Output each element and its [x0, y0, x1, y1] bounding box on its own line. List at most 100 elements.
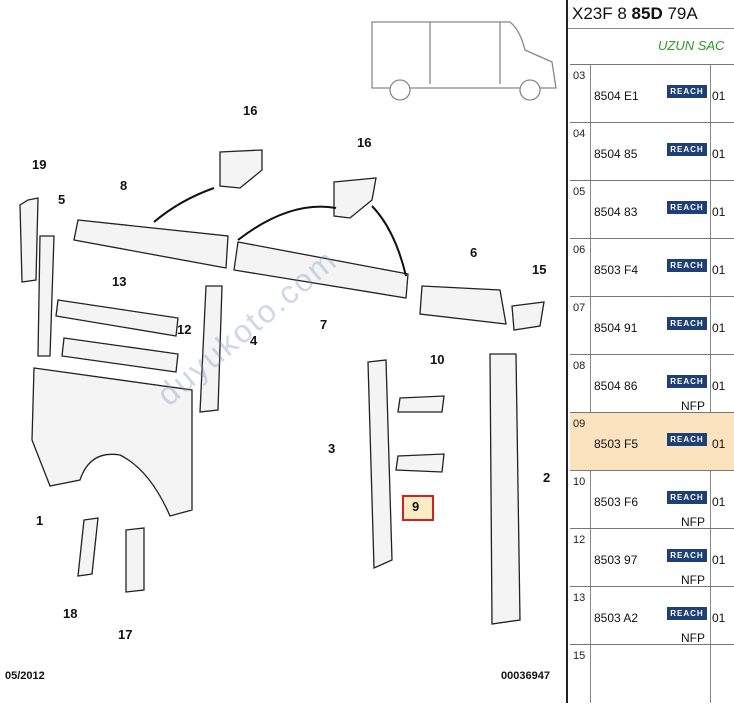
reach-badge: REACH: [667, 491, 707, 504]
part-18-shape: [77, 517, 99, 577]
part-reference: 8504 86: [594, 379, 638, 393]
callout-4[interactable]: 4: [250, 333, 258, 348]
table-row[interactable]: 06 8503 F4 REACH 01: [570, 238, 734, 296]
vehicle-label: UZUN SAC: [658, 38, 725, 53]
row-number: 09: [573, 418, 586, 430]
column-divider: [710, 64, 711, 703]
part-reference: 8503 A2: [594, 611, 639, 625]
callout-7[interactable]: 7: [320, 317, 328, 332]
callout-13[interactable]: 13: [112, 274, 127, 289]
part-7-shape: [233, 241, 409, 299]
ref-prefix: X23F 8: [572, 4, 632, 23]
reach-badge: REACH: [667, 85, 707, 98]
nfp-label: NFP: [681, 573, 705, 587]
reach-badge: REACH: [667, 375, 707, 388]
quantity: 01: [712, 437, 726, 451]
header-divider: [568, 28, 734, 29]
quantity: 01: [712, 205, 726, 219]
table-row[interactable]: 15: [570, 644, 734, 702]
column-divider: [590, 64, 591, 703]
part-19-shape: [19, 197, 39, 283]
part-4-shape: [199, 285, 223, 413]
row-number: 03: [573, 70, 586, 82]
quantity: 01: [712, 89, 726, 103]
callout-5[interactable]: 5: [58, 192, 66, 207]
part-3-shape: [367, 359, 393, 569]
part-15-shape: [511, 301, 545, 331]
part-5-shape: [37, 235, 55, 357]
reach-badge: REACH: [667, 317, 707, 330]
part-8-shape: [73, 219, 229, 269]
callout-16-right[interactable]: 16: [357, 135, 372, 150]
reach-badge: REACH: [667, 433, 707, 446]
quantity: 01: [712, 495, 726, 509]
part-16-right-shape: [333, 177, 377, 219]
part-16-left-shape: [219, 149, 263, 189]
callout-1[interactable]: 1: [36, 513, 44, 528]
callout-10[interactable]: 10: [430, 352, 445, 367]
row-number: 04: [573, 128, 586, 140]
callout-18[interactable]: 18: [63, 606, 78, 621]
part-17-shape: [125, 527, 145, 593]
quantity: 01: [712, 147, 726, 161]
reach-badge: REACH: [667, 549, 707, 562]
ref-suffix: 79A: [662, 4, 698, 23]
part-10-shape: [397, 395, 445, 413]
quantity: 01: [712, 263, 726, 277]
row-number: 13: [573, 592, 586, 604]
part-13-shape: [55, 299, 179, 337]
row-number: 08: [573, 360, 586, 372]
callout-6[interactable]: 6: [470, 245, 478, 260]
reach-badge: REACH: [667, 143, 707, 156]
reference-title: X23F 8 85D 79A: [572, 4, 698, 24]
part-2-shape: [489, 353, 521, 625]
row-number: 06: [573, 244, 586, 256]
part-12-shape: [61, 337, 179, 373]
ref-bold: 85D: [631, 4, 663, 23]
row-number: 15: [573, 650, 586, 662]
callout-16-left[interactable]: 16: [243, 103, 258, 118]
reach-badge: REACH: [667, 259, 707, 272]
part-reference: 8504 91: [594, 321, 638, 335]
part-reference: 8503 97: [594, 553, 638, 567]
parts-drawing: [19, 21, 557, 625]
row-number: 05: [573, 186, 586, 198]
quantity: 01: [712, 611, 726, 625]
nfp-label: NFP: [681, 399, 705, 413]
exploded-parts-diagram: duyukoto.com 16 16 19 8 5 6 15 13 12 4 7…: [5, 21, 557, 682]
part-9-shape: [395, 453, 445, 473]
nfp-label: NFP: [681, 631, 705, 645]
quantity: 01: [712, 321, 726, 335]
callout-12[interactable]: 12: [177, 322, 192, 337]
callout-15[interactable]: 15: [532, 262, 547, 277]
part-reference: 8503 F4: [594, 263, 639, 277]
callout-17[interactable]: 17: [118, 627, 133, 642]
table-row[interactable]: 04 8504 85 REACH 01: [570, 122, 734, 180]
callout-3[interactable]: 3: [328, 441, 336, 456]
callout-9[interactable]: 9: [412, 499, 420, 514]
callout-19[interactable]: 19: [32, 157, 47, 172]
part-6-shape: [419, 285, 507, 325]
quantity: 01: [712, 379, 726, 393]
quantity: 01: [712, 553, 726, 567]
reach-badge: REACH: [667, 607, 707, 620]
part-reference: 8503 F6: [594, 495, 639, 509]
callout-8[interactable]: 8: [120, 178, 128, 193]
row-number: 12: [573, 534, 586, 546]
callout-2[interactable]: 2: [543, 470, 551, 485]
reach-badge: REACH: [667, 201, 707, 214]
nfp-label: NFP: [681, 515, 705, 529]
selected-part-highlight[interactable]: [402, 495, 434, 521]
part-1-shape: [31, 367, 193, 517]
footer-date: 05/2012: [5, 670, 45, 682]
part-reference: 8504 85: [594, 147, 638, 161]
